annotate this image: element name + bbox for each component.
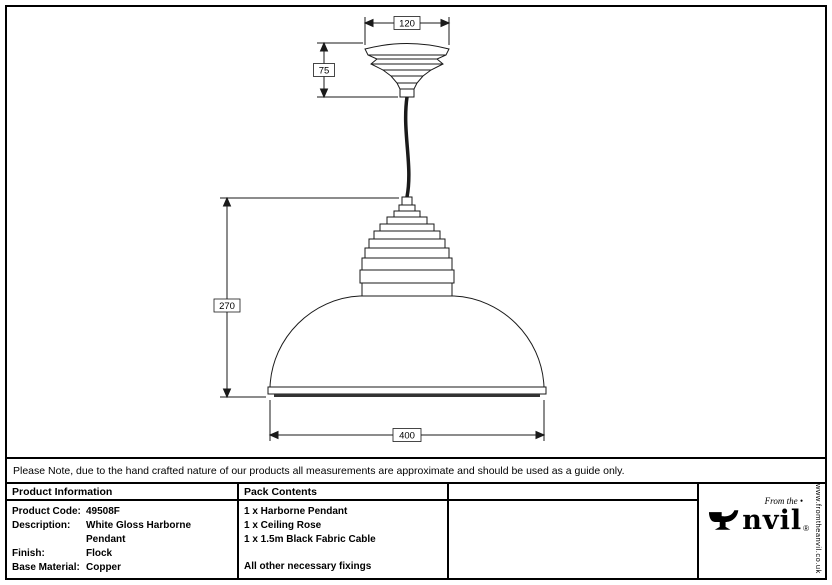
anvil-icon — [708, 510, 739, 530]
logo-tagline-text: From the — [764, 496, 798, 506]
table-row: Description: White Gloss Harborne Pendan… — [12, 519, 233, 547]
pendant-technical-drawing: 120 75 — [213, 16, 547, 442]
logo-tagline: From the • — [707, 496, 809, 506]
pack-contents-column: Pack Contents 1 x Harborne Pendant 1 x C… — [239, 484, 449, 578]
product-information-rows: Product Code: 49508F Description: White … — [7, 501, 237, 575]
registered-trademark: ® — [803, 524, 809, 533]
list-item: 1 x 1.5m Black Fabric Cable — [244, 534, 376, 545]
fabric-cable — [403, 96, 411, 198]
logo-brand-text: nvil — [742, 505, 803, 536]
brand-logo-cell: From the • nvil ® www.fromtheanvil.co.uk — [699, 484, 825, 578]
logo-dot: • — [799, 496, 803, 506]
product-code-label: Product Code: — [12, 506, 81, 517]
list-item: All other necessary fixings — [244, 561, 372, 572]
sheet-frame: 120 75 — [5, 5, 827, 580]
dimension-label-75: 75 — [319, 66, 330, 77]
logo-website: www.fromtheanvil.co.uk — [814, 484, 823, 574]
logo-brand-row: nvil ® — [707, 505, 809, 536]
measurement-note-text: Please Note, due to the hand crafted nat… — [13, 464, 625, 477]
pack-contents-header: Pack Contents — [239, 484, 447, 501]
lamp-holder — [359, 196, 455, 297]
list-item: 1 x Ceiling Rose — [244, 520, 322, 531]
description-label: Description: — [12, 520, 71, 531]
product-code-value: 49508F — [86, 506, 120, 517]
description-value: White Gloss Harborne Pendant — [86, 520, 192, 545]
measurement-note-bar: Please Note, due to the hand crafted nat… — [7, 459, 825, 484]
table-row: Base Material: Copper — [12, 561, 233, 575]
title-block-table: Product Information Product Code: 49508F… — [7, 484, 825, 578]
finish-label: Finish: — [12, 548, 45, 559]
pack-contents-list: 1 x Harborne Pendant 1 x Ceiling Rose 1 … — [239, 501, 447, 574]
dimension-label-400: 400 — [399, 431, 415, 442]
dimension-rose-width: 120 — [363, 16, 451, 45]
ceiling-rose — [364, 43, 450, 98]
product-information-column: Product Information Product Code: 49508F… — [7, 484, 239, 578]
list-item: 1 x Harborne Pendant — [244, 506, 348, 517]
empty-column-header — [449, 484, 697, 501]
table-row: Finish: Flock — [12, 547, 233, 561]
empty-column — [449, 484, 699, 578]
dimension-label-270: 270 — [219, 301, 235, 312]
technical-drawing-area: 120 75 — [7, 7, 825, 459]
dimension-label-120: 120 — [399, 19, 415, 30]
table-row: Product Code: 49508F — [12, 505, 233, 519]
base-material-value: Copper — [86, 562, 121, 573]
product-information-header: Product Information — [7, 484, 237, 501]
finish-value: Flock — [86, 548, 113, 559]
from-the-anvil-logo: From the • nvil ® www.fromtheanvil.co.uk — [699, 484, 825, 578]
dimension-rose-height: 75 — [313, 41, 398, 99]
logo-main: From the • nvil ® — [707, 496, 809, 534]
pendant-shade — [267, 295, 547, 397]
dimension-overall-height: 270 — [213, 196, 399, 399]
base-material-label: Base Material: — [12, 562, 80, 573]
dimension-shade-width: 400 — [268, 400, 546, 442]
